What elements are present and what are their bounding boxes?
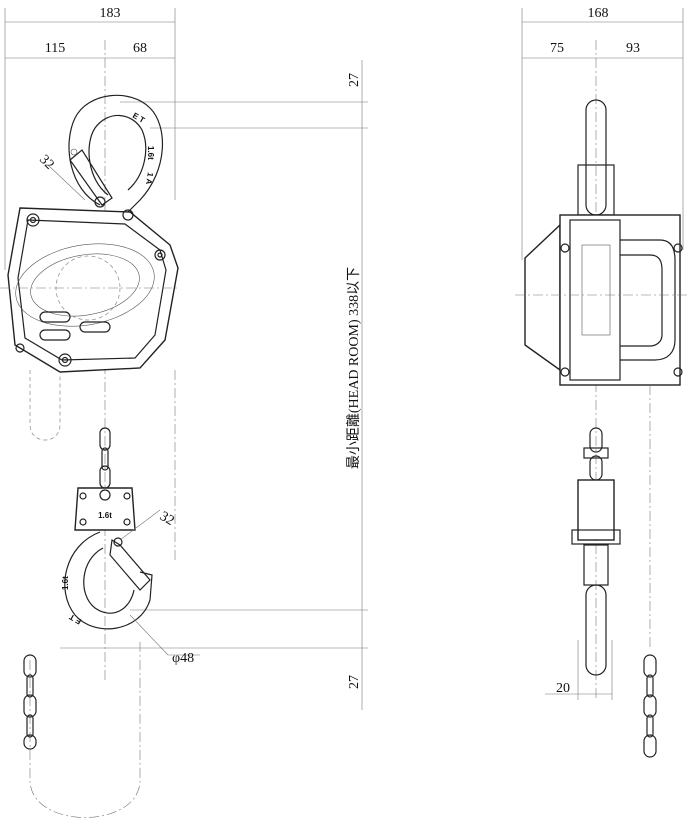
hoist-body-side	[515, 99, 690, 650]
side-dim-total-width: 168	[588, 6, 609, 21]
block-mark: 1.6t	[98, 511, 112, 520]
dim-left: 115	[45, 41, 65, 56]
bottom-hook-mark-1: 1.6t	[61, 576, 70, 590]
top-hook-mark-1: E T	[131, 111, 146, 125]
side-load-chain-and-block	[571, 427, 621, 676]
headroom-label: 最小距離(HEAD ROOM) 338以下	[345, 267, 362, 469]
hoist-body-front	[0, 207, 180, 373]
top-hook-mark-2: 1.6t	[146, 146, 155, 160]
dim-hook-diameter: φ48	[172, 651, 194, 666]
dim-bottom-hook-throat: 32	[157, 509, 177, 529]
hand-chain-front	[23, 654, 37, 750]
side-dim-right: 93	[626, 41, 640, 56]
bottom-hook: 32 φ48 1.6t E T	[61, 509, 200, 666]
dim-bottom-margin: 27	[347, 675, 362, 689]
dim-total-width: 183	[100, 6, 121, 21]
dim-top-hook-throat: 32	[36, 152, 57, 173]
hand-chain-loop-lower	[29, 640, 141, 818]
dim-top-margin: 27	[347, 73, 362, 87]
side-hand-chain	[643, 654, 657, 758]
bottom-block: 1.6t	[74, 487, 136, 531]
top-hook: 32 E T 1.6t 1 A	[36, 94, 164, 213]
side-dim-left: 75	[550, 41, 564, 56]
side-dim-chain-width: 20	[556, 681, 570, 696]
top-hook-mark-3: 1 A	[144, 172, 155, 186]
dim-right: 68	[133, 41, 147, 56]
hand-chain-loop-upper	[29, 370, 61, 441]
bottom-hook-mark-2: E T	[68, 612, 83, 626]
